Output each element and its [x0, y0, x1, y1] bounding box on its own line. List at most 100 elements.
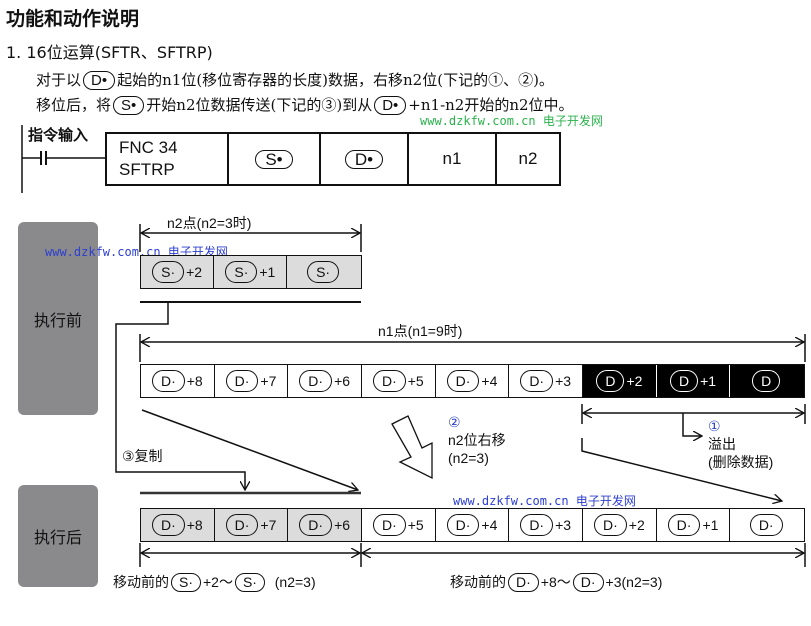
- register-offset: +6: [334, 517, 351, 533]
- register-offset: +1: [702, 517, 719, 533]
- register-pill: D·: [520, 370, 554, 392]
- register-offset: +5: [407, 517, 424, 533]
- shift-cond: (n2=3): [448, 450, 489, 466]
- text: (n2=3): [274, 574, 316, 590]
- register-offset: +2: [628, 517, 645, 533]
- register-offset: +2: [186, 264, 203, 280]
- text: +2～: [203, 574, 233, 590]
- overflow-note: ① 溢出 (删除数据): [708, 417, 773, 471]
- mnemonic: SFTRP: [119, 160, 175, 179]
- register-offset: +7: [260, 517, 277, 533]
- text: +3(n2=3): [605, 574, 663, 590]
- register-pill: D: [752, 370, 781, 392]
- register-offset: +8: [186, 517, 203, 533]
- register-pill: D·: [225, 514, 259, 536]
- page-title: 功能和动作说明: [6, 8, 140, 30]
- register-cell: D: [730, 365, 805, 397]
- register-pill: D·: [446, 514, 480, 536]
- register-offset: +6: [334, 373, 351, 389]
- register-cell: D·+7: [214, 509, 289, 541]
- watermark-name: 电子开发网: [542, 114, 603, 128]
- register-pill: D: [669, 370, 699, 392]
- register-pill: S·: [152, 261, 185, 283]
- register-pill: D·: [520, 514, 554, 536]
- operand-pill: S·: [234, 573, 265, 592]
- shift-label: n2位右移: [448, 432, 506, 448]
- operand-pill: D·: [508, 573, 539, 592]
- shift-note: ② n2位右移 (n2=3): [448, 413, 538, 467]
- text: 开始n2位数据传送(下记的③)到从: [146, 96, 373, 114]
- register-offset: +3: [555, 373, 572, 389]
- operand-d-pill: D•: [374, 96, 407, 115]
- register-pill: D·: [749, 514, 783, 536]
- register-cell: D·+8: [141, 509, 215, 541]
- before-label: 执行前: [18, 222, 98, 415]
- text: 对于以: [36, 71, 82, 89]
- register-cell: D·+4: [436, 365, 510, 397]
- n2-dimension-label: n2点(n2=3时): [167, 215, 252, 231]
- shift-num: ②: [448, 414, 461, 430]
- register-offset: +2: [626, 373, 643, 389]
- register-cell: D·+6: [288, 365, 363, 397]
- register-offset: +1: [700, 373, 717, 389]
- after-label: 执行后: [18, 485, 98, 587]
- text: +8～: [540, 574, 571, 590]
- overflow-num: ①: [708, 418, 721, 434]
- after-label-text: 执行后: [33, 528, 82, 547]
- watermark-name: 电子开发网: [575, 494, 636, 508]
- n1-cell: n1: [409, 134, 497, 184]
- instruction-box: FNC 34 SFTRP S• D• n1 n2: [105, 132, 561, 186]
- copy-label: ③复制: [122, 448, 163, 464]
- register-cell: D·+2: [583, 509, 657, 541]
- register-pill: D·: [446, 370, 480, 392]
- register-pill: D·: [299, 514, 333, 536]
- register-pill: D·: [593, 514, 627, 536]
- register-cell: D+2: [583, 365, 657, 397]
- text: 移动前的: [450, 574, 506, 590]
- register-offset: +5: [407, 373, 424, 389]
- register-cell: D·+8: [141, 365, 215, 397]
- register-offset: +7: [260, 373, 277, 389]
- register-cell: D·+6: [288, 509, 363, 541]
- text: 移动前的: [113, 574, 169, 590]
- text: 起始的n1位(移位寄存器的长度)数据，右移n2位(下记的①、②)。: [117, 71, 554, 89]
- register-cell: S·+2: [141, 256, 215, 288]
- register-offset: +4: [481, 373, 498, 389]
- register-pill: D·: [372, 370, 406, 392]
- register-offset: +3: [555, 517, 572, 533]
- before-label-text: 执行前: [33, 310, 82, 330]
- register-cell: D·+5: [362, 509, 436, 541]
- watermark: www.dzkfw.com.cn 电子开发网: [453, 492, 636, 509]
- register-cell: D+1: [656, 365, 731, 397]
- register-cell: D·: [730, 509, 804, 541]
- shift-arrow-icon: [391, 415, 433, 480]
- text: +n1-n2开始的n2位中。: [408, 96, 574, 114]
- register-cell: D·+1: [657, 509, 731, 541]
- watermark-url: www.dzkfw.com.cn: [420, 114, 536, 128]
- register-pill: D: [596, 370, 625, 392]
- section-heading: 1. 16位运算(SFTR、SFTRP): [6, 43, 213, 62]
- n2-cell: n2: [497, 134, 559, 184]
- register-pill: D·: [372, 514, 406, 536]
- watermark-url: www.dzkfw.com.cn: [453, 494, 569, 508]
- d-operand-cell: D•: [321, 134, 409, 184]
- register-offset: +8: [186, 373, 203, 389]
- register-cell: D·+3: [509, 365, 584, 397]
- register-pill: S·: [307, 261, 340, 283]
- register-pill: D·: [667, 514, 701, 536]
- watermark-url: www.dzkfw.com.cn: [45, 245, 161, 259]
- fnc-number: FNC 34: [119, 138, 178, 157]
- fnc-cell: FNC 34 SFTRP: [107, 134, 229, 184]
- operand-s-pill: S•: [113, 96, 145, 115]
- overflow-desc: (删除数据): [708, 454, 774, 470]
- register-cell: D·+3: [509, 509, 584, 541]
- d-operand: D•: [344, 149, 384, 169]
- s-operand: S•: [255, 149, 293, 169]
- instruction-input-label: 指令输入: [28, 126, 89, 144]
